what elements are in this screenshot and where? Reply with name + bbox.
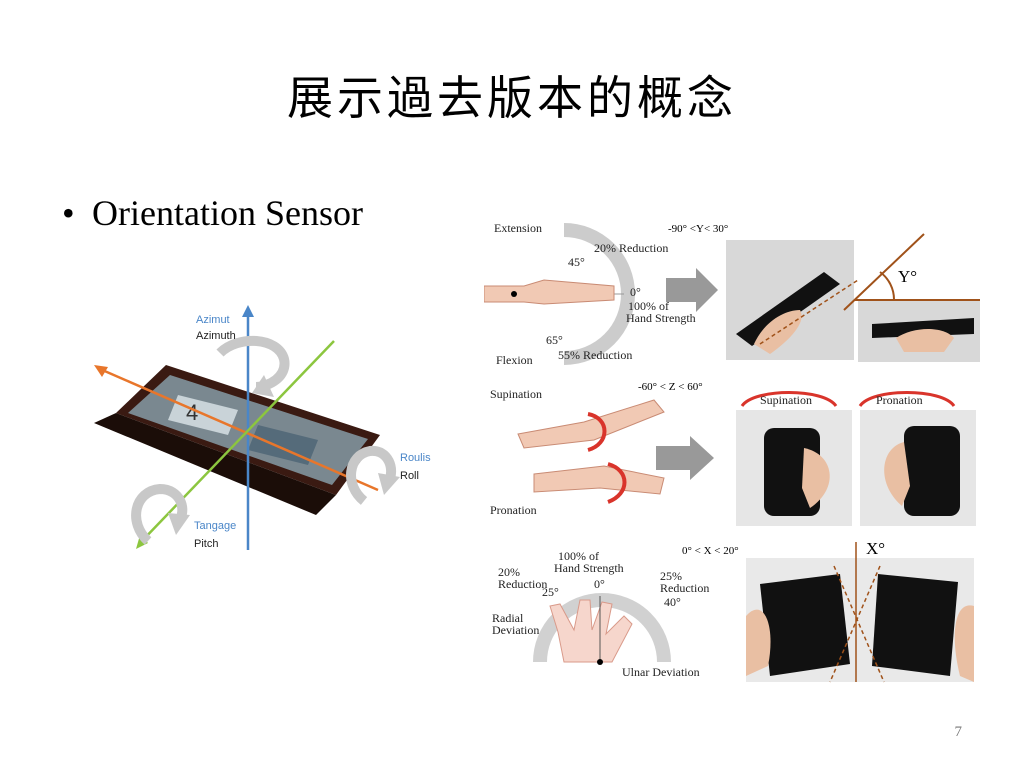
- azimuth-rotation-icon: [216, 336, 290, 392]
- phone-clock: 4: [186, 400, 198, 425]
- pitch-label: Pitch: [194, 538, 218, 550]
- angle-25-label: 25°: [542, 585, 559, 599]
- flexion-label: Flexion: [496, 353, 533, 367]
- y-angle-arc: [879, 271, 896, 301]
- wrist-deviation-panel: 0° < X < 20° 100% of Hand Strength 20% R…: [492, 539, 974, 683]
- reduction-top-label: 20% Reduction: [594, 241, 668, 255]
- reduction-right-label: Reduction: [660, 581, 709, 595]
- supination-label: Supination: [490, 387, 542, 401]
- angle-45-label: 45°: [568, 255, 585, 269]
- angle-65-label: 65°: [546, 333, 563, 347]
- deviation-strength-label-2: Hand Strength: [554, 561, 624, 575]
- roll-label: Roll: [400, 470, 419, 482]
- reduction-bottom-label: 55% Reduction: [558, 348, 632, 362]
- bullet-dot-icon: •: [62, 193, 75, 233]
- radial-label-2: Deviation: [492, 623, 539, 637]
- tangage-label: Tangage: [194, 520, 236, 532]
- phone-orientation-diagram: 4 Azimut Azimuth Roulis Roll Tangage Pit…: [94, 305, 431, 550]
- azimut-label: Azimut: [196, 314, 230, 326]
- pronation-rotation-icon: [607, 462, 627, 504]
- pronation-arc-icon: [858, 391, 956, 408]
- azimuth-arrow-icon: [242, 305, 254, 317]
- pitch-axis: [139, 340, 335, 544]
- roulis-label: Roulis: [400, 452, 431, 464]
- reduction-left-label: Reduction: [498, 577, 547, 591]
- z-range-label: -60° < Z < 60°: [638, 381, 703, 393]
- bullet-list: • Orientation Sensor: [62, 192, 363, 234]
- x-axis-line-a: [833, 565, 885, 683]
- ulnar-deviation-label: Ulnar Deviation: [622, 665, 700, 679]
- wrist-range-arc: [563, 223, 635, 365]
- deviation-angle-0-label: 0°: [594, 577, 605, 591]
- strength-label-2: Hand Strength: [626, 311, 696, 325]
- strength-label-1: 100% of: [628, 299, 669, 313]
- azimuth-label: Azimuth: [196, 330, 236, 342]
- arrow-right-icon: [666, 268, 718, 312]
- supination-arc-icon: [740, 391, 838, 408]
- arm-illustration: [484, 279, 615, 305]
- photo-supination-label: Supination: [760, 393, 812, 407]
- x-axis-line-b: [829, 565, 881, 683]
- x-range-label: 0° < X < 20°: [682, 545, 739, 557]
- extension-label: Extension: [494, 221, 542, 235]
- supination-forearm-illustration: [517, 399, 665, 449]
- roll-rotation-icon: [346, 445, 397, 505]
- supination-rotation-icon: [587, 412, 607, 452]
- hand-illustration: [549, 599, 633, 663]
- pitch-rotation-icon: [131, 483, 188, 545]
- arrow-right-icon: [656, 436, 714, 480]
- roll-axis: [99, 367, 379, 492]
- reduction-left-pct: 20%: [498, 565, 520, 579]
- deviation-range-arc: [533, 593, 671, 663]
- deviation-strength-label-1: 100% of: [558, 549, 599, 563]
- angle-40-label: 40°: [664, 595, 681, 609]
- pronation-forearm-illustration: [533, 465, 665, 495]
- forearm-rotation-panel: -60° < Z < 60° Supination Pronation Supi…: [490, 381, 976, 526]
- x-axis-label: X°: [866, 539, 885, 558]
- y-axis-label: Y°: [898, 267, 917, 286]
- pronation-label: Pronation: [490, 503, 537, 517]
- angle-0-label: 0°: [630, 285, 641, 299]
- reduction-right-pct: 25%: [660, 569, 682, 583]
- roll-arrow-icon: [94, 365, 108, 377]
- y-range-label: -90° <Y< 30°: [668, 223, 728, 235]
- photo-pronation-label: Pronation: [876, 393, 923, 407]
- bullet-text: Orientation Sensor: [92, 193, 363, 233]
- slide-title: 展示過去版本的概念: [287, 71, 737, 125]
- bullet-item: • Orientation Sensor: [62, 192, 363, 234]
- radial-label-1: Radial: [492, 611, 524, 625]
- wrist-extension-panel: -90° <Y< 30° Extension Flexion 20% Reduc…: [484, 221, 980, 367]
- page-number: 7: [954, 724, 963, 740]
- phone-illustration: 4: [94, 365, 380, 515]
